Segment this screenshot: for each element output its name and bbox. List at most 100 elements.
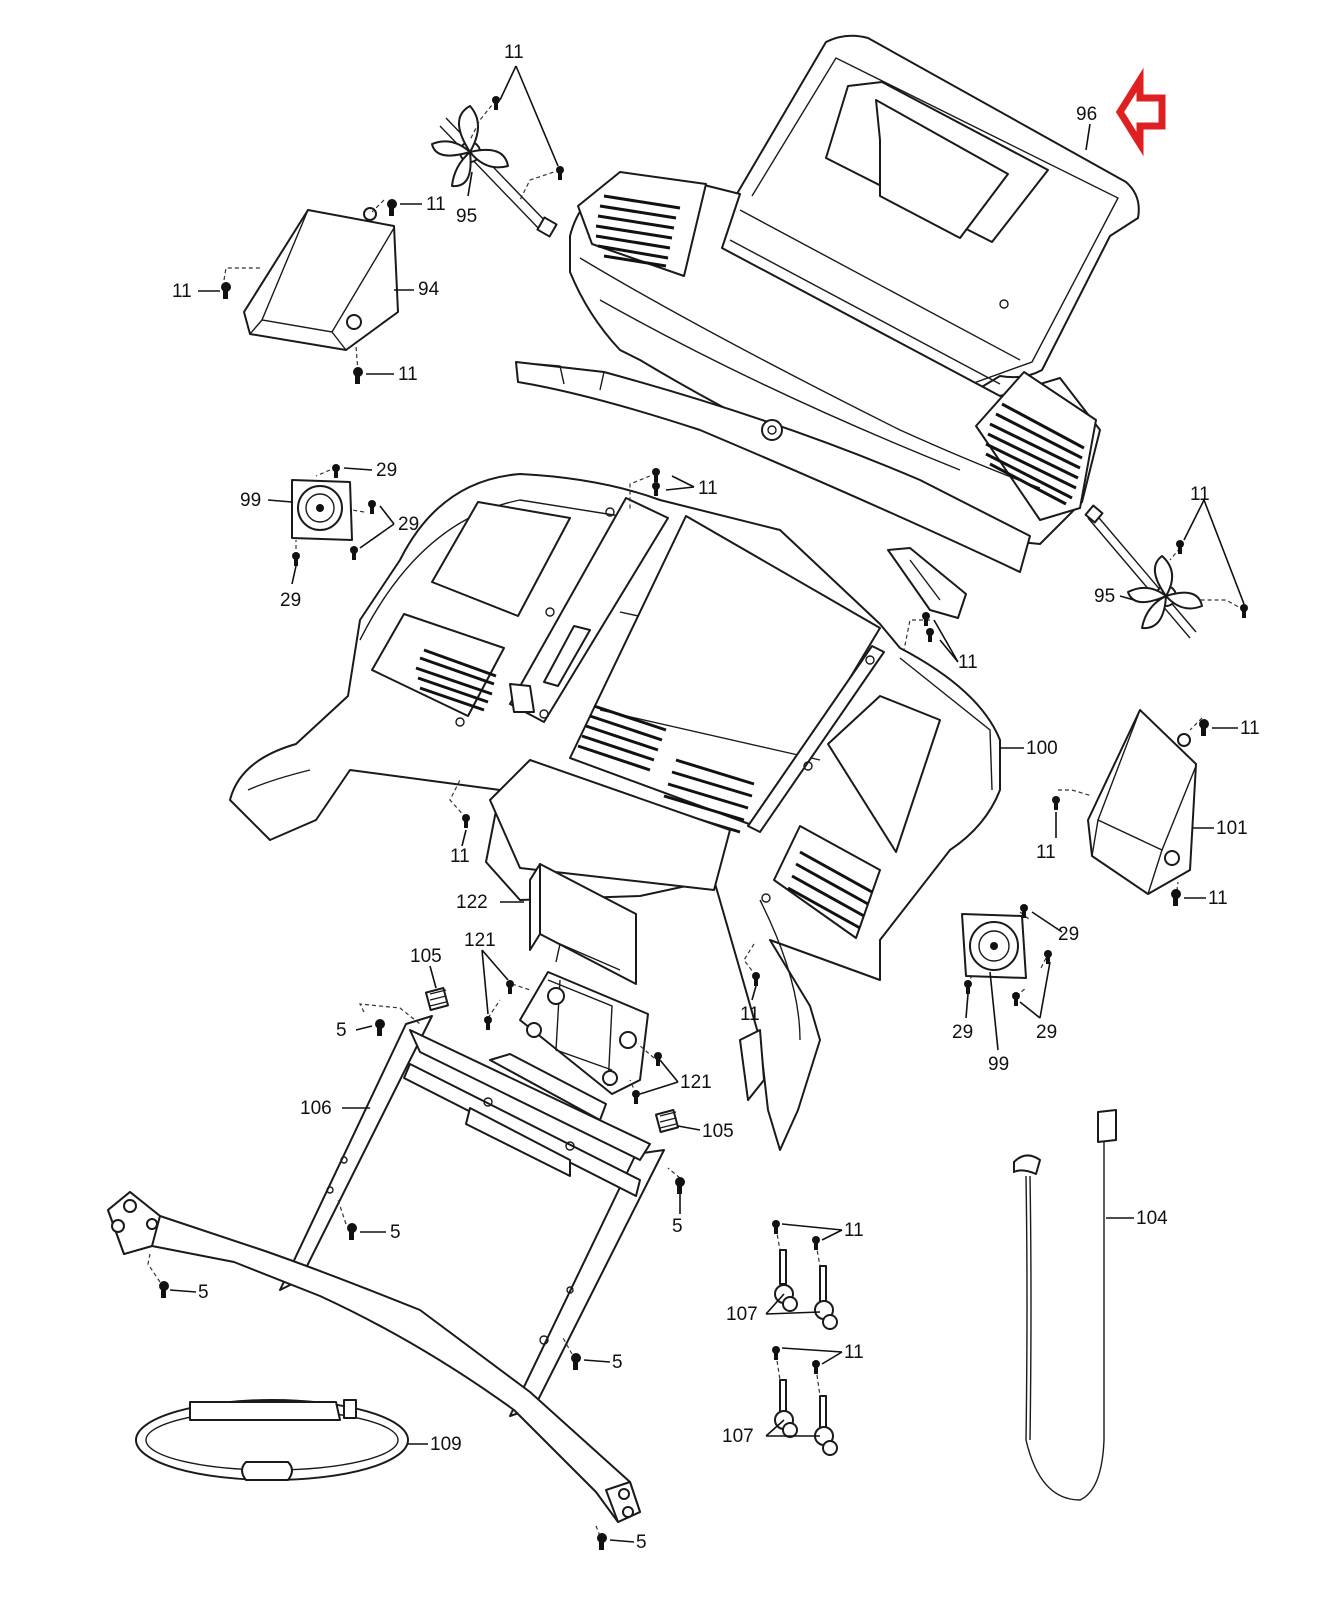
callout-5: 5	[672, 1216, 683, 1237]
screw-icon	[506, 980, 514, 994]
screw-icon	[752, 972, 760, 986]
callout-106: 106	[300, 1098, 332, 1119]
callout-96: 96	[1076, 104, 1097, 125]
screw-icon	[1240, 604, 1248, 618]
callout-29: 29	[952, 1022, 973, 1043]
screw-icon	[484, 1016, 492, 1030]
fan-right	[1084, 504, 1203, 639]
callout-5: 5	[612, 1352, 623, 1373]
leader-lines	[169, 65, 1245, 1543]
screw-icon	[926, 628, 934, 642]
screw-icon	[332, 464, 340, 478]
callout-107: 107	[726, 1304, 758, 1325]
callout-5: 5	[198, 1282, 209, 1303]
screw-icon	[556, 166, 564, 180]
screws	[159, 96, 1248, 1550]
bolts-bottom	[774, 1379, 838, 1456]
right-vent-grill	[985, 402, 1085, 506]
callout-94: 94	[418, 279, 440, 300]
callout-29: 29	[1036, 1022, 1057, 1043]
callout-122: 122	[456, 892, 488, 913]
callout-105: 105	[702, 1121, 734, 1142]
callout-11: 11	[698, 478, 718, 499]
screw-icon	[571, 1353, 581, 1370]
screw-icon	[350, 546, 358, 560]
screw-icon	[1052, 796, 1060, 810]
wire-harness	[1013, 1109, 1117, 1501]
screw-icon	[462, 814, 470, 828]
callout-29: 29	[1058, 924, 1079, 945]
callout-11: 11	[1208, 888, 1228, 909]
screw-icon	[353, 367, 363, 384]
storage-bin-right	[1087, 709, 1197, 895]
speaker-left	[291, 479, 353, 541]
clip-left	[424, 986, 450, 1012]
handlebar	[107, 1191, 641, 1523]
speaker-right	[961, 913, 1027, 979]
screw-icon	[652, 468, 660, 482]
callout-107: 107	[722, 1426, 754, 1447]
callout-11: 11	[426, 194, 446, 215]
screw-icon	[159, 1281, 169, 1298]
screw-icon	[632, 1090, 640, 1104]
screw-icon	[1199, 719, 1209, 736]
callout-5: 5	[336, 1020, 347, 1041]
callout-95: 95	[456, 206, 477, 227]
callout-11: 11	[958, 652, 978, 673]
callout-99: 99	[988, 1054, 1009, 1075]
callout-5: 5	[390, 1222, 401, 1243]
screw-icon	[597, 1533, 607, 1550]
callout-11: 11	[172, 281, 192, 302]
console-rear-housing	[515, 171, 1101, 619]
callout-104: 104	[1136, 1208, 1168, 1229]
callout-labels: 96 11 95 11 11 94 11 29 99 29 29 11 11 9…	[172, 42, 1260, 1553]
screw-icon	[812, 1236, 820, 1250]
screw-icon	[654, 1052, 662, 1066]
console-bracket	[519, 863, 649, 1095]
screw-icon	[964, 980, 972, 994]
callout-11: 11	[398, 364, 418, 385]
screw-icon	[675, 1177, 685, 1194]
screw-icon	[375, 1019, 385, 1036]
callout-121: 121	[464, 930, 496, 951]
callout-11: 11	[844, 1342, 864, 1363]
screw-icon	[772, 1220, 780, 1234]
screw-icon	[221, 282, 231, 299]
screw-icon	[1171, 889, 1181, 906]
crossbar-frame	[279, 1015, 665, 1417]
screw-icon	[772, 1346, 780, 1360]
screw-icon	[1044, 950, 1052, 964]
callout-95: 95	[1094, 586, 1115, 607]
screw-icon	[347, 1223, 357, 1240]
callout-29: 29	[398, 514, 419, 535]
callout-11: 11	[504, 42, 524, 63]
callout-121: 121	[680, 1072, 712, 1093]
callout-99: 99	[240, 490, 261, 511]
screw-icon	[922, 612, 930, 626]
screw-icon	[368, 500, 376, 514]
console-base	[229, 473, 1001, 1151]
callout-29: 29	[376, 460, 397, 481]
left-vent-grill	[595, 194, 681, 268]
chest-strap	[135, 1399, 409, 1481]
callout-101: 101	[1216, 818, 1248, 839]
screw-icon	[1012, 992, 1020, 1006]
callout-11: 11	[1240, 718, 1260, 739]
screw-icon	[292, 552, 300, 566]
callout-11: 11	[740, 1004, 760, 1025]
callout-105: 105	[410, 946, 442, 967]
screw-icon	[1020, 904, 1028, 918]
console-right-vent	[787, 850, 873, 930]
callout-11: 11	[1036, 842, 1056, 863]
screw-icon	[387, 199, 397, 216]
bolts-top	[774, 1249, 838, 1330]
callout-100: 100	[1026, 738, 1058, 759]
screw-icon	[652, 482, 660, 496]
storage-bin-left	[243, 207, 399, 351]
console-left-vent	[415, 648, 497, 712]
callout-109: 109	[430, 1434, 462, 1455]
callout-11: 11	[844, 1220, 864, 1241]
highlight-arrow-icon	[1115, 67, 1166, 157]
